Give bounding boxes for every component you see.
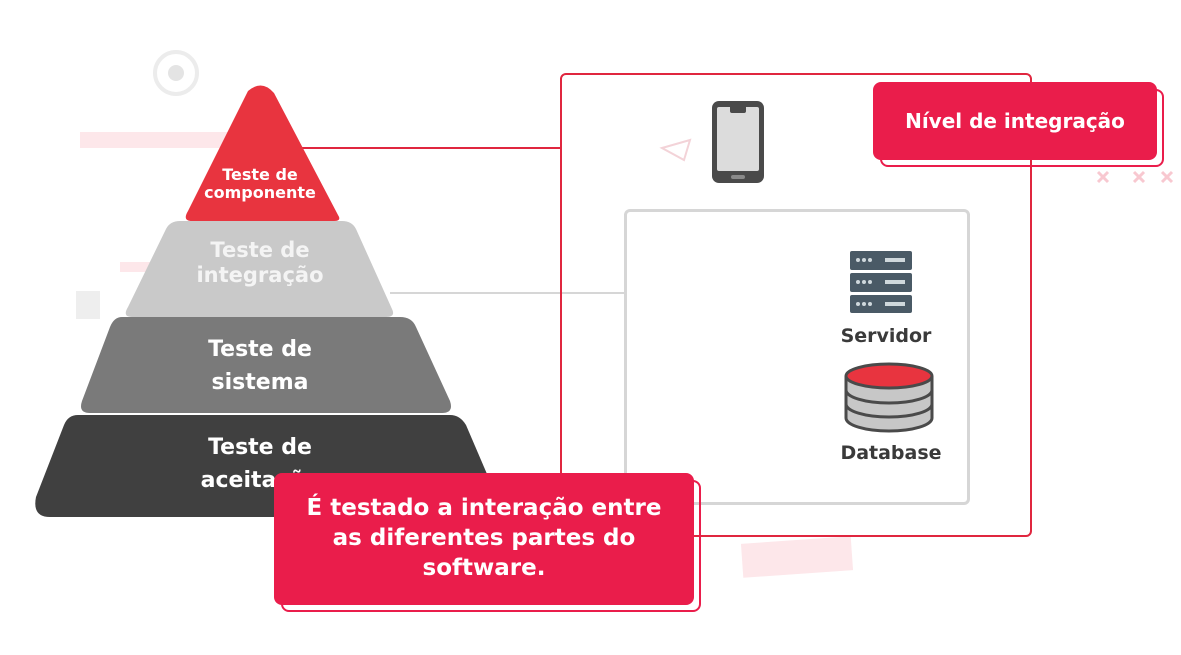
- backend-panel: [624, 209, 970, 505]
- smartphone-icon: [712, 101, 764, 183]
- pyramid-level-integration: [125, 221, 394, 317]
- database-label: Database: [840, 442, 942, 464]
- database-icon: [844, 362, 934, 433]
- server-icon: [850, 251, 912, 313]
- panel-title: Nível de integração: [873, 82, 1157, 160]
- pyramid-level-system: [81, 317, 451, 413]
- description-callout: É testado a interação entre as diferente…: [274, 473, 694, 605]
- integration-panel: [560, 73, 1032, 537]
- server-label: Servidor: [840, 325, 932, 347]
- pyramid-level-component: [185, 85, 340, 221]
